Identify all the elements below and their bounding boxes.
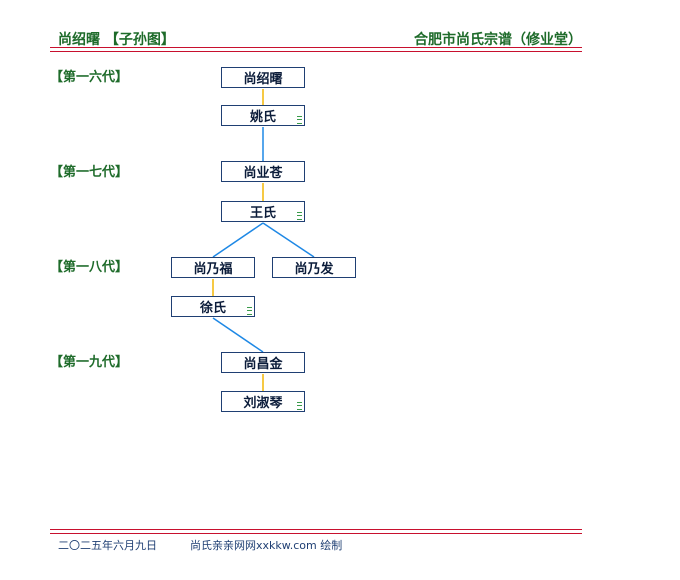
spouse-node-yao[interactable]: 姚氏 [221,105,305,126]
spouse-node-liu[interactable]: 刘淑琴 [221,391,305,412]
person-name: 尚乃福 [193,262,233,277]
person-node-shang-naifa[interactable]: 尚乃发 [272,257,356,278]
child-link-2b [262,222,315,258]
generation-label-19: 【第一九代】 [50,355,129,370]
person-name: 刘淑琴 [243,396,283,411]
spouse-node-xu[interactable]: 徐氏 [171,296,255,317]
spouse-node-wang[interactable]: 王氏 [221,201,305,222]
footer-date: 二〇二五年六月九日 [58,539,157,552]
generation-label-18: 【第一八代】 [50,260,129,275]
footer-rule-bottom [50,533,582,534]
spouse-icon [297,212,302,220]
header-rule-top [50,47,582,48]
child-link-2a [212,222,264,258]
person-name: 尚绍曙 [243,72,283,87]
chart-title: 尚绍曙 【子孙图】 [58,32,175,48]
spouse-icon [297,116,302,124]
person-name: 尚业苍 [243,166,283,181]
spouse-icon [297,402,302,410]
person-node-shang-changjin[interactable]: 尚昌金 [221,352,305,373]
spouse-icon [247,307,252,315]
person-node-shang-naifu[interactable]: 尚乃福 [171,257,255,278]
person-name: 姚氏 [249,110,276,125]
person-name: 徐氏 [199,301,226,316]
child-link-3 [212,317,264,353]
person-name: 王氏 [249,206,276,221]
footer-source: 尚氏亲亲网网xxkkw.com 绘制 [190,539,343,552]
generation-label-17: 【第一七代】 [50,165,129,180]
person-name: 尚乃发 [294,262,334,277]
footer-rule-top [50,529,582,530]
person-node-shang-yecang[interactable]: 尚业苍 [221,161,305,182]
person-name: 尚昌金 [243,357,283,372]
generation-label-16: 【第一六代】 [50,70,129,85]
genealogy-name: 合肥市尚氏宗谱（修业堂） [414,32,582,48]
person-node-shang-shaoshu[interactable]: 尚绍曙 [221,67,305,88]
header-rule-bottom [50,51,582,52]
